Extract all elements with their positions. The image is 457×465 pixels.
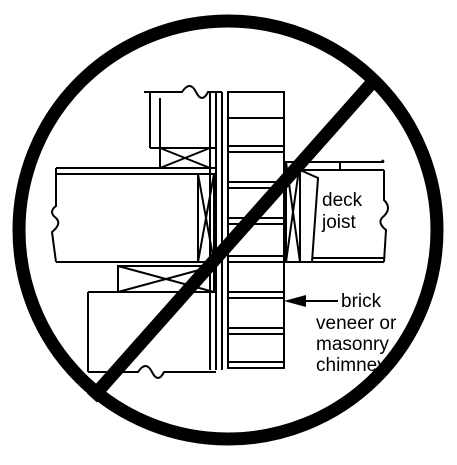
deck-joist-label-line2: joist <box>321 212 357 233</box>
no-symbol-icon <box>12 14 444 446</box>
brick-label-line4: chimney <box>316 355 387 376</box>
brick-label-line2: veneer or <box>316 313 397 334</box>
wall-framing <box>50 85 222 379</box>
brick-label-line1: brick <box>341 291 382 312</box>
deck-ledger <box>284 159 389 263</box>
wall-sheathing <box>209 92 223 370</box>
brick-label-line3: masonry <box>316 334 389 355</box>
brick-veneer <box>227 91 285 369</box>
deck-joist-label-line1: deck <box>322 190 363 211</box>
brick-leader-arrow <box>284 295 338 307</box>
